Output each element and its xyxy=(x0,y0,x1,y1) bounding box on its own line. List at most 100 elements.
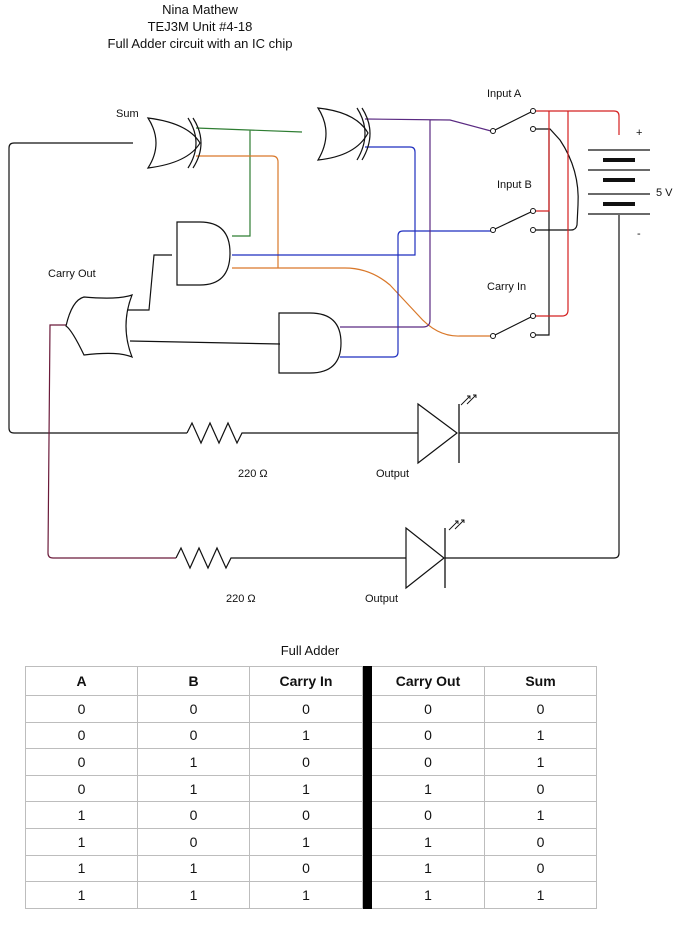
cell-b: 0 xyxy=(137,695,250,723)
wire-sum-output xyxy=(8,142,187,434)
cell-sum: 1 xyxy=(484,721,597,750)
table-header-row: A B Carry In Carry Out Sum xyxy=(25,666,597,696)
column-separator xyxy=(362,695,372,723)
switch-carry-in xyxy=(490,313,536,339)
wire-red xyxy=(536,110,620,317)
wire-switch-b xyxy=(494,210,534,230)
label-output-2: Output xyxy=(365,593,398,605)
wire-and1-or xyxy=(127,254,172,311)
wire-switch-a xyxy=(494,110,534,131)
and-gate-2 xyxy=(278,312,342,374)
label-resistor-1: 220 Ω xyxy=(238,468,268,480)
label-minus: - xyxy=(637,228,641,240)
resistor-1 xyxy=(186,421,245,445)
cell-carry-out: 1 xyxy=(371,854,485,883)
cell-sum: 1 xyxy=(484,801,597,829)
label-output-1: Output xyxy=(376,468,409,480)
cell-carry-out: 1 xyxy=(371,774,485,803)
cell-carry-in: 0 xyxy=(249,801,363,829)
wire-purple xyxy=(340,118,492,328)
cell-carry-in: 1 xyxy=(249,881,363,909)
course-code: TEJ3M Unit #4-18 xyxy=(147,19,253,34)
column-separator xyxy=(362,666,372,696)
cell-sum: 0 xyxy=(484,854,597,883)
led-sum xyxy=(417,394,477,465)
cell-carry-out: 0 xyxy=(371,748,485,776)
cell-sum: 0 xyxy=(484,774,597,803)
cell-carry-in: 0 xyxy=(249,748,363,776)
switch-input-b xyxy=(490,208,536,233)
label-resistor-2: 220 Ω xyxy=(226,593,256,605)
label-voltage: 5 V xyxy=(656,187,673,199)
label-input-a: Input A xyxy=(487,88,522,100)
cell-b: 0 xyxy=(137,801,250,829)
cell-sum: 0 xyxy=(484,695,597,723)
wire-c-low-neg xyxy=(536,130,550,336)
column-separator xyxy=(362,827,372,856)
label-carry-out: Carry Out xyxy=(48,268,96,280)
column-header-carry-in: Carry In xyxy=(249,666,363,696)
resistor-2 xyxy=(175,546,234,570)
cell-b: 1 xyxy=(137,748,250,776)
cell-sum: 1 xyxy=(484,748,597,776)
cell-a: 0 xyxy=(25,721,138,750)
author-name: Nina Mathew xyxy=(162,2,238,17)
column-separator xyxy=(362,854,372,883)
column-header-b: B xyxy=(137,666,250,696)
cell-a: 1 xyxy=(25,801,138,829)
cell-b: 0 xyxy=(137,721,250,750)
cell-a: 0 xyxy=(25,774,138,803)
column-separator xyxy=(362,801,372,829)
cell-carry-in: 0 xyxy=(249,695,363,723)
column-header-sum: Sum xyxy=(484,666,597,696)
cell-a: 1 xyxy=(25,881,138,909)
column-separator xyxy=(362,748,372,776)
cell-a: 0 xyxy=(25,748,138,776)
column-separator xyxy=(362,881,372,909)
cell-b: 0 xyxy=(137,827,250,856)
cell-carry-in: 1 xyxy=(249,774,363,803)
cell-carry-in: 1 xyxy=(249,827,363,856)
cell-carry-out: 0 xyxy=(371,721,485,750)
diagram-title: Full Adder circuit with an IC chip xyxy=(107,36,293,51)
column-header-carry-out: Carry Out xyxy=(371,666,485,696)
wire-switch-c xyxy=(494,315,534,336)
wire-orange xyxy=(196,155,491,337)
cell-a: 1 xyxy=(25,827,138,856)
column-separator xyxy=(362,774,372,803)
label-plus: + xyxy=(636,127,642,139)
cell-carry-out: 0 xyxy=(371,801,485,829)
cell-b: 1 xyxy=(137,854,250,883)
cell-sum: 1 xyxy=(484,881,597,909)
cell-carry-in: 0 xyxy=(249,854,363,883)
battery xyxy=(588,149,650,215)
cell-carry-out: 1 xyxy=(371,881,485,909)
cell-b: 1 xyxy=(137,881,250,909)
label-sum: Sum xyxy=(116,108,139,120)
xor-gate-sum xyxy=(146,117,202,169)
label-input-b: Input B xyxy=(497,179,532,191)
column-header-a: A xyxy=(25,666,138,696)
cell-carry-out: 0 xyxy=(371,695,485,723)
wire-neg-rail xyxy=(445,215,620,559)
cell-carry-in: 1 xyxy=(249,721,363,750)
column-separator xyxy=(362,721,372,750)
cell-b: 1 xyxy=(137,774,250,803)
wire-blue xyxy=(232,146,491,358)
page-header: Nina Mathew TEJ3M Unit #4-18 Full Adder … xyxy=(0,1,400,52)
table-title: Full Adder xyxy=(280,643,340,658)
wire-and2-or xyxy=(129,340,281,345)
or-gate-carry-out xyxy=(65,293,134,359)
cell-a: 1 xyxy=(25,854,138,883)
cell-a: 0 xyxy=(25,695,138,723)
